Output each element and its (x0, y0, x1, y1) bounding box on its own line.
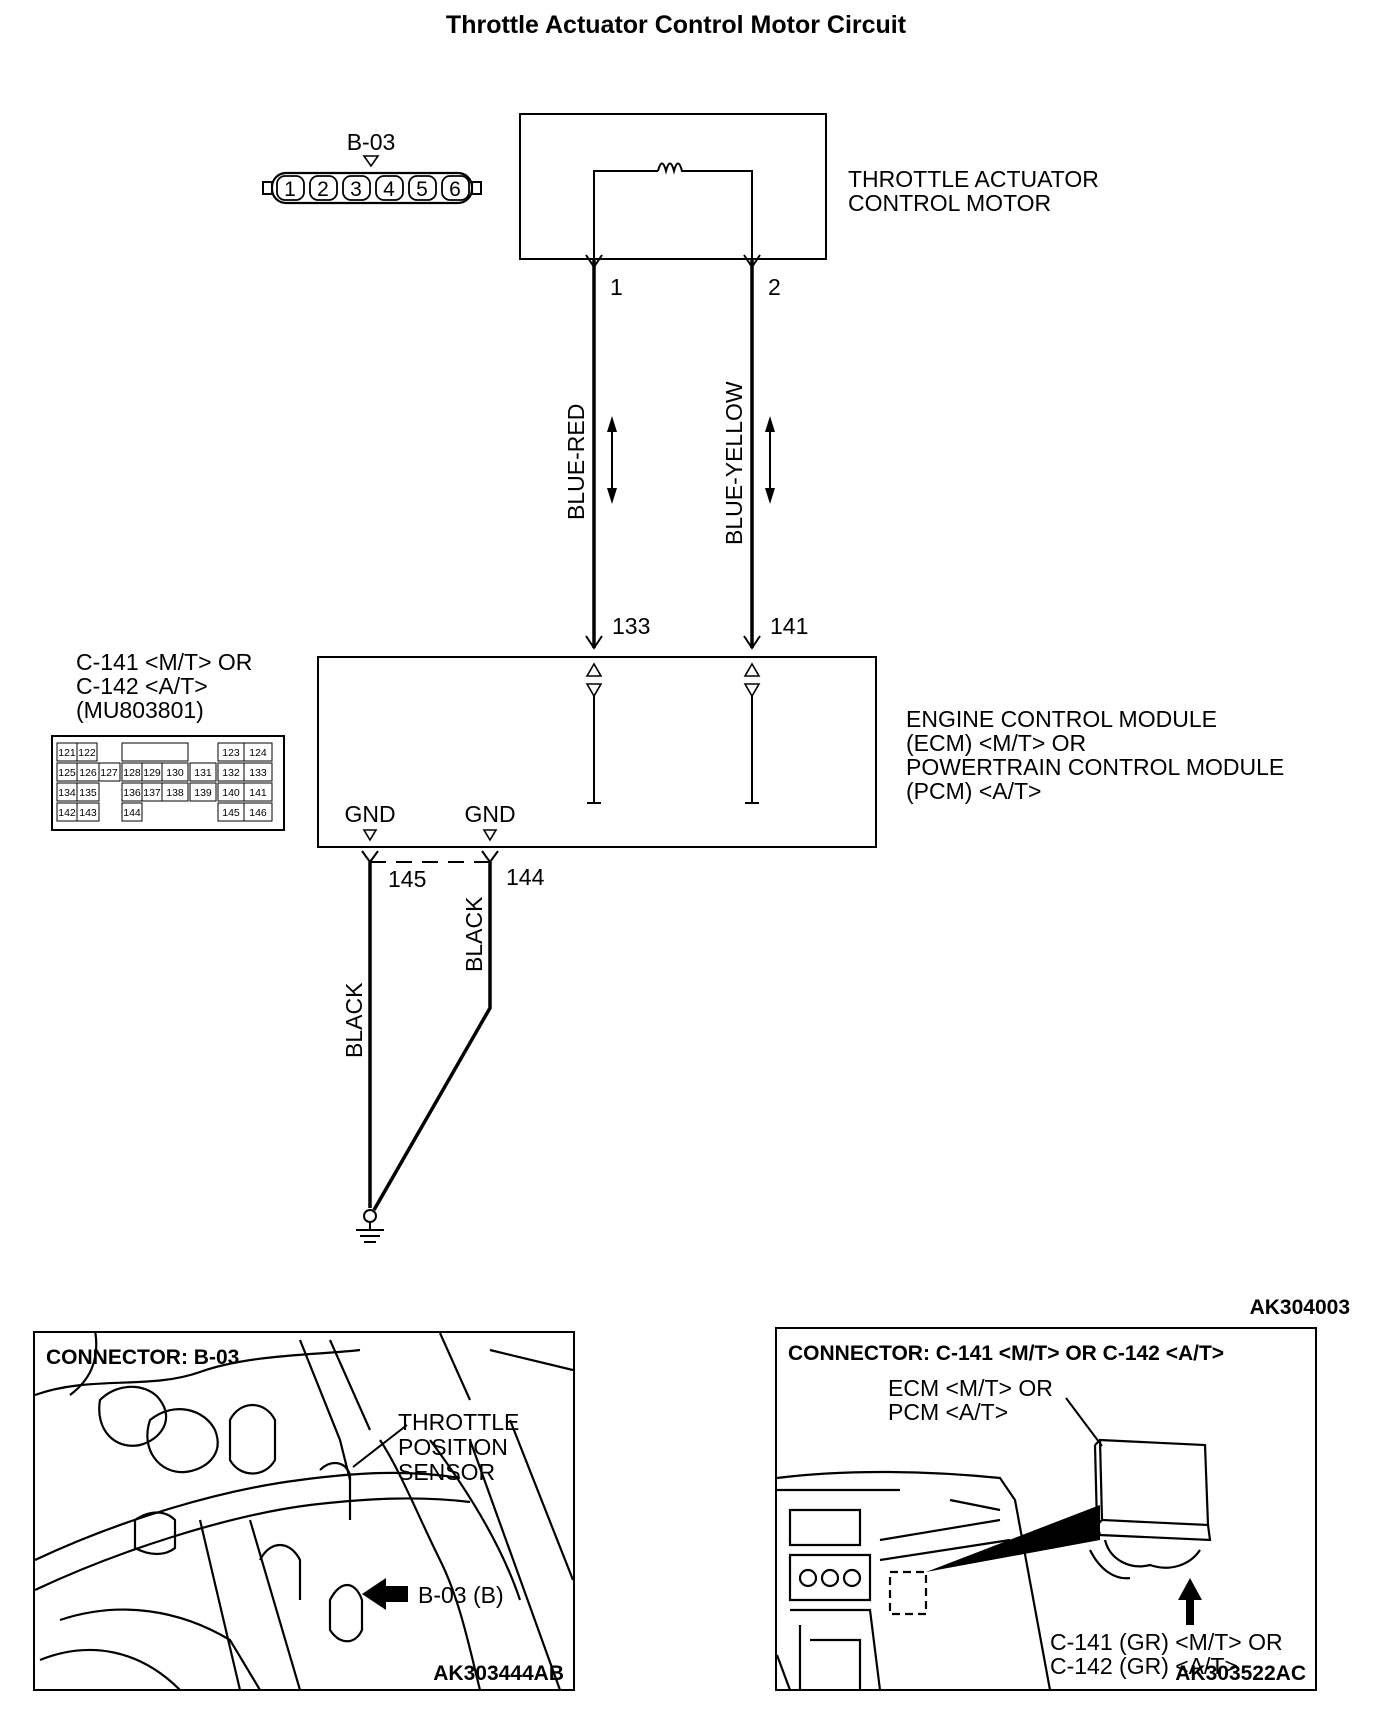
panel-b03-header: CONNECTOR: B-03 (46, 1346, 239, 1369)
panel-b03-sensor-line3: SENSOR (398, 1459, 495, 1485)
svg-text:3: 3 (350, 178, 362, 201)
motor-pin-1-label: 1 (610, 274, 623, 300)
svg-text:132: 132 (222, 767, 240, 779)
arrow-icon (1178, 1578, 1202, 1625)
panel-c141-header: CONNECTOR: C-141 <M/T> OR C-142 <A/T> (788, 1342, 1224, 1365)
svg-text:1: 1 (284, 178, 296, 201)
svg-text:135: 135 (79, 787, 97, 799)
wire-black-145-label: BLACK (341, 982, 367, 1058)
svg-text:128: 128 (123, 767, 141, 779)
svg-text:4: 4 (383, 178, 395, 201)
svg-text:142: 142 (58, 807, 76, 819)
svg-text:121: 121 (58, 747, 76, 759)
diagram-code: AK304003 (1250, 1296, 1350, 1319)
svg-text:122: 122 (78, 747, 96, 759)
motor-pin-2-label: 2 (768, 274, 781, 300)
svg-text:145: 145 (222, 807, 240, 819)
panel-c141-module-line2: PCM <A/T> (888, 1399, 1008, 1425)
panel-c141-callout-line2: C-142 (GR) <A/T> (1050, 1653, 1238, 1679)
wire-blue-yellow-label: BLUE-YELLOW (721, 381, 747, 545)
ecm-name-line3: POWERTRAIN CONTROL MODULE (906, 754, 1284, 780)
wire-blue-red-label: BLUE-RED (563, 404, 589, 520)
motor-name-line1: THROTTLE ACTUATOR (848, 166, 1099, 192)
bidirectional-arrow-icon (765, 416, 775, 504)
panel-b03-code: AK303444AB (433, 1662, 564, 1685)
panel-b03-sensor-line2: POSITION (398, 1434, 508, 1460)
svg-text:146: 146 (249, 807, 267, 819)
svg-text:125: 125 (58, 767, 76, 779)
wire-black-144 (372, 862, 492, 1211)
bidirectional-arrow-icon (607, 416, 617, 504)
svg-text:2: 2 (317, 178, 329, 201)
ecm-connector-line2: C-142 <A/T> (76, 673, 208, 699)
svg-text:138: 138 (166, 787, 184, 799)
ecm-name-line4: (PCM) <A/T> (906, 778, 1041, 804)
ecm-terminal-144-label: 144 (506, 864, 545, 890)
ecm-box: GND GND (317, 656, 877, 848)
b03-connector-label: B-03 (347, 129, 396, 155)
ecm-gnd-label-2: GND (464, 801, 515, 827)
svg-text:129: 129 (143, 767, 161, 779)
motor-name-line2: CONTROL MOTOR (848, 190, 1051, 216)
svg-text:124: 124 (249, 747, 267, 759)
ground-icon (356, 1209, 384, 1243)
svg-text:126: 126 (79, 767, 97, 779)
b03-pin-2: 2 (309, 175, 338, 201)
ecm-terminal-133-label: 133 (612, 613, 650, 639)
svg-text:143: 143 (79, 807, 97, 819)
ecm-terminal-141-label: 141 (770, 613, 808, 639)
ecm-connector-line1: C-141 <M/T> OR (76, 649, 252, 675)
svg-text:141: 141 (249, 787, 267, 799)
b03-pin-3: 3 (342, 175, 371, 201)
ecm-gnd-label-1: GND (344, 801, 395, 827)
ecm-name-line2: (ECM) <M/T> OR (906, 730, 1086, 756)
ecm-terminal-145-label: 145 (388, 866, 426, 892)
panel-b03-location: CONNECTOR: B-03 THROTTLE POSITION SENSOR… (33, 1331, 575, 1691)
panel-c141-location: CONNECTOR: C-141 <M/T> OR C-142 <A/T> EC… (775, 1327, 1317, 1691)
panel-c141-code: AK303522AC (1175, 1662, 1306, 1685)
ecm-connector-face: C-141 <M/T> OR C-142 <A/T> (MU803801) 12… (51, 649, 285, 831)
svg-text:130: 130 (166, 767, 184, 779)
ecm-location-dashed-box (888, 1570, 928, 1616)
svg-text:5: 5 (416, 178, 428, 201)
wire-black-144-label: BLACK (461, 896, 487, 972)
svg-text:123: 123 (222, 747, 240, 759)
b03-connector-symbol: B-03 1 2 3 4 5 6 (262, 129, 482, 205)
b03-pin-5: 5 (408, 175, 437, 201)
motor-coil-icon (657, 162, 684, 175)
engine-bay-illustration (35, 1333, 573, 1689)
svg-text:134: 134 (58, 787, 76, 799)
svg-text:136: 136 (123, 787, 141, 799)
svg-text:139: 139 (194, 787, 212, 799)
panel-b03-sensor-line1: THROTTLE (398, 1409, 519, 1435)
svg-text:140: 140 (222, 787, 240, 799)
arrow-icon (362, 1578, 408, 1610)
svg-text:6: 6 (449, 178, 461, 201)
b03-pin-6: 6 (441, 175, 470, 201)
ecm-connector-line3: (MU803801) (76, 697, 204, 723)
panel-c141-callout-line1: C-141 (GR) <M/T> OR (1050, 1629, 1283, 1655)
svg-text:133: 133 (249, 767, 267, 779)
svg-text:144: 144 (123, 807, 141, 819)
throttle-actuator-motor: THROTTLE ACTUATOR CONTROL MOTOR (519, 113, 1099, 260)
b03-pin-1: 1 (276, 175, 305, 201)
page-title: Throttle Actuator Control Motor Circuit (446, 11, 907, 39)
ecm-name-line1: ENGINE CONTROL MODULE (906, 706, 1217, 732)
svg-text:137: 137 (143, 787, 161, 799)
panel-c141-module-line1: ECM <M/T> OR (888, 1375, 1053, 1401)
svg-text:127: 127 (100, 767, 118, 779)
svg-text:131: 131 (194, 767, 212, 779)
b03-pin-4: 4 (375, 175, 404, 201)
panel-b03-callout: B-03 (B) (418, 1582, 504, 1608)
